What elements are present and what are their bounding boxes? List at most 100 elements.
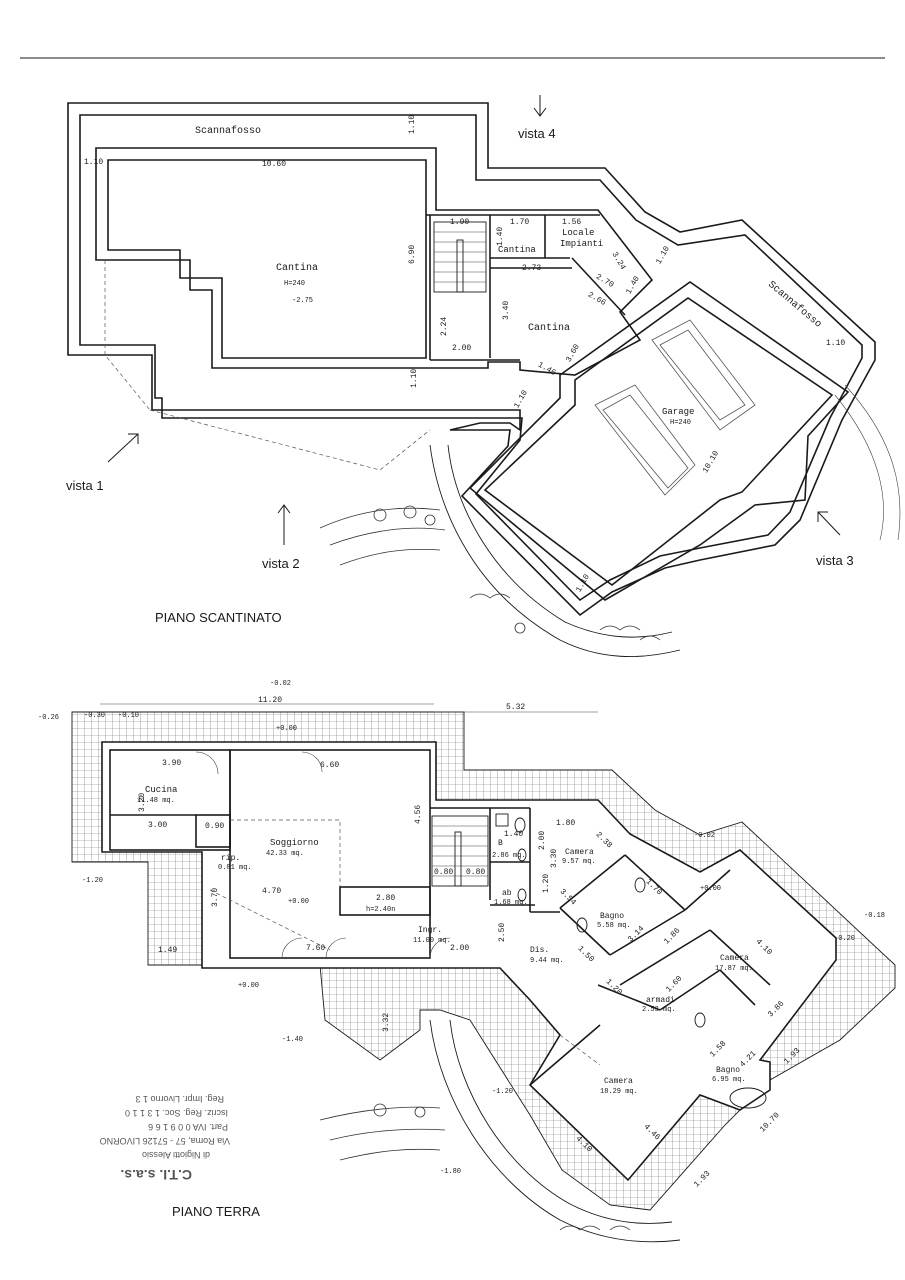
svg-text:-0.20: -0.20 xyxy=(834,935,855,943)
svg-text:3.32: 3.32 xyxy=(382,1013,391,1032)
level-cantina: -2.75 xyxy=(292,297,313,305)
svg-text:Part. IVA 0 0 9 1 6 6: Part. IVA 0 0 9 1 6 6 xyxy=(148,1122,228,1132)
svg-text:Camera: Camera xyxy=(604,1077,633,1086)
ground-stair xyxy=(431,815,489,887)
room-label-scannafosso-top: Scannafosso xyxy=(195,125,261,137)
svg-text:11.20: 11.20 xyxy=(258,696,282,705)
svg-text:3.00: 3.00 xyxy=(148,821,167,830)
scannafosso-inner-wall xyxy=(79,114,863,602)
svg-text:1.46: 1.46 xyxy=(536,361,557,378)
svg-text:Bagno: Bagno xyxy=(600,912,624,921)
room-label-cantina-right: Cantina xyxy=(528,322,570,334)
view-label-1: vista 1 xyxy=(66,478,104,493)
svg-text:+0.00: +0.00 xyxy=(288,898,309,906)
svg-text:2.86 mq.: 2.86 mq. xyxy=(492,852,526,860)
svg-text:0.80: 0.80 xyxy=(434,868,453,877)
svg-text:-1.20: -1.20 xyxy=(492,1088,513,1096)
svg-text:Ingr.: Ingr. xyxy=(418,926,442,935)
svg-text:3.30: 3.30 xyxy=(550,849,559,868)
svg-text:2.80: 2.80 xyxy=(376,894,395,903)
ground-floor-plan: PIANO TERRA Cucina 11.48 mq. Soggiorno 4… xyxy=(38,680,896,1243)
cantina-outer-wall xyxy=(95,147,654,376)
svg-text:di Nigiotti Alessio: di Nigiotti Alessio xyxy=(142,1150,210,1160)
basement-title: PIANO SCANTINATO xyxy=(155,610,282,625)
svg-text:1.40: 1.40 xyxy=(496,227,505,246)
svg-text:10.70: 10.70 xyxy=(758,1111,781,1134)
svg-text:Cucina: Cucina xyxy=(145,785,178,795)
svg-text:-0.10: -0.10 xyxy=(118,712,139,720)
company-stamp: C.T.I. s.a.s. di Nigiotti Alessio Via Ro… xyxy=(100,1094,230,1183)
svg-text:4.70: 4.70 xyxy=(262,887,281,896)
room-label-impianti: Impianti xyxy=(560,239,603,249)
basement-plan: vista 4 vista 1 vista 2 vista 3 PIANO SC… xyxy=(66,95,901,658)
svg-text:Camera: Camera xyxy=(565,848,594,857)
svg-text:3.24: 3.24 xyxy=(610,251,627,272)
garage-cars xyxy=(594,319,756,496)
room-label-locale: Locale xyxy=(562,228,594,238)
svg-text:2.00: 2.00 xyxy=(450,944,469,953)
svg-text:2.00: 2.00 xyxy=(538,831,547,850)
svg-text:1.49: 1.49 xyxy=(158,946,177,955)
svg-text:1.68 mq.: 1.68 mq. xyxy=(494,899,528,907)
svg-text:6.60: 6.60 xyxy=(320,761,339,770)
svg-text:4.56: 4.56 xyxy=(414,805,423,824)
svg-text:1.93: 1.93 xyxy=(692,1169,712,1189)
svg-text:1.10: 1.10 xyxy=(410,369,419,388)
svg-text:armadi: armadi xyxy=(646,996,675,1005)
svg-text:3.20: 3.20 xyxy=(138,793,147,812)
svg-text:1.40: 1.40 xyxy=(504,830,523,839)
svg-text:Iscriz. Reg. Soc. 1 3 1 1 0: Iscriz. Reg. Soc. 1 3 1 1 0 xyxy=(125,1108,228,1118)
svg-text:-0.26: -0.26 xyxy=(38,714,59,722)
svg-text:1.80: 1.80 xyxy=(556,819,575,828)
svg-text:1.90: 1.90 xyxy=(450,218,469,227)
svg-text:1.70: 1.70 xyxy=(510,218,529,227)
svg-text:10.10: 10.10 xyxy=(701,449,721,474)
svg-text:-0.02: -0.02 xyxy=(694,832,715,840)
svg-text:-1.20: -1.20 xyxy=(82,877,103,885)
svg-text:18.29 mq.: 18.29 mq. xyxy=(600,1088,638,1096)
svg-text:-0.30: -0.30 xyxy=(84,712,105,720)
svg-text:Dis.: Dis. xyxy=(530,946,549,955)
svg-text:42.33 mq.: 42.33 mq. xyxy=(266,850,304,858)
svg-text:Bagno: Bagno xyxy=(716,1066,740,1075)
svg-text:+0.00: +0.00 xyxy=(238,982,259,990)
sanitary-fixtures xyxy=(495,813,767,1109)
room-label-cantina-small: Cantina xyxy=(498,245,536,255)
svg-text:2.24: 2.24 xyxy=(440,317,449,336)
svg-text:Camera: Camera xyxy=(720,954,749,963)
door-swings xyxy=(195,751,451,959)
svg-text:1.10: 1.10 xyxy=(84,158,103,167)
svg-text:1.10: 1.10 xyxy=(408,115,417,134)
svg-text:6.95 mq.: 6.95 mq. xyxy=(712,1076,746,1084)
room-label-garage: Garage xyxy=(662,407,694,417)
svg-text:9.44 mq.: 9.44 mq. xyxy=(530,957,564,965)
svg-text:10.60: 10.60 xyxy=(262,160,286,169)
garage-outer-wall xyxy=(468,281,850,601)
svg-text:Via Roma, 57 - 57126 LIVORNO: Via Roma, 57 - 57126 LIVORNO xyxy=(100,1136,230,1146)
svg-text:+0.00: +0.00 xyxy=(700,885,721,893)
view-label-2: vista 2 xyxy=(262,556,300,571)
view-label-4: vista 4 xyxy=(518,126,556,141)
svg-text:2.00: 2.00 xyxy=(452,344,471,353)
svg-text:9.57 mq.: 9.57 mq. xyxy=(562,858,596,866)
ground-levels: -0.02 -0.26 -0.30 -0.10 +0.00 -1.20 +0.0… xyxy=(38,680,885,1176)
svg-text:1.56: 1.56 xyxy=(562,218,581,227)
view-arrows xyxy=(107,95,841,545)
svg-text:0.81 mq.: 0.81 mq. xyxy=(218,864,252,872)
svg-text:B: B xyxy=(498,839,503,848)
svg-text:11.00 mq.: 11.00 mq. xyxy=(413,937,451,945)
ground-interior-walls xyxy=(109,749,771,1086)
ground-title: PIANO TERRA xyxy=(172,1204,260,1219)
svg-text:0.80: 0.80 xyxy=(466,868,485,877)
garage-inner-wall xyxy=(483,297,834,587)
svg-text:2.70: 2.70 xyxy=(594,273,615,290)
svg-text:0.90: 0.90 xyxy=(205,822,224,831)
svg-text:7.60: 7.60 xyxy=(306,944,325,953)
basement-stair xyxy=(433,221,487,293)
view-label-3: vista 3 xyxy=(816,553,854,568)
room-label-cantina-main: Cantina xyxy=(276,262,318,274)
svg-text:1.10: 1.10 xyxy=(655,245,672,266)
svg-text:-1.40: -1.40 xyxy=(282,1036,303,1044)
svg-text:2.73: 2.73 xyxy=(522,264,541,273)
svg-text:Soggiorno: Soggiorno xyxy=(270,838,319,848)
